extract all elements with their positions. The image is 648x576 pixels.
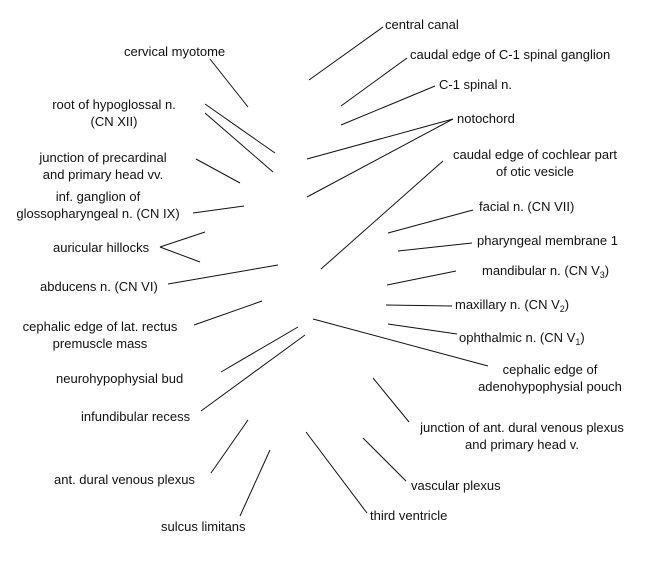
ophthalmic-subscript: 1 bbox=[575, 337, 581, 347]
label-dural-plexus-head-v: junction of ant. dural venous plexus and… bbox=[405, 419, 639, 453]
leader-mandibular-n bbox=[386, 270, 457, 286]
leader-vascular-plexus bbox=[362, 437, 407, 482]
leader-glossopharyngeal bbox=[192, 205, 245, 214]
mandibular-subscript: 3 bbox=[599, 270, 605, 280]
leader-pharyngeal-membrane bbox=[397, 242, 473, 252]
label-adenohypophysial-line1: cephalic edge of bbox=[502, 362, 598, 377]
leader-ophthalmic-n bbox=[387, 323, 458, 335]
label-adenohypophysial-pouch: cephalic edge of adenohypophysial pouch bbox=[462, 361, 638, 395]
leader-facial-n bbox=[387, 209, 474, 234]
ophthalmic-close: ) bbox=[580, 330, 585, 345]
leader-infundibular-recess bbox=[200, 334, 306, 412]
label-cochlear-line1: caudal edge of cochlear part bbox=[452, 147, 618, 162]
label-central-canal: central canal bbox=[385, 17, 459, 32]
label-c1-spinal-n: C-1 spinal n. bbox=[439, 77, 512, 92]
label-ant-dural-venous-plexus: ant. dural venous plexus bbox=[54, 472, 195, 487]
leader-maxillary-n bbox=[385, 304, 453, 307]
leader-adenohypophysial bbox=[312, 318, 489, 367]
label-cochlear-line2: of otic vesicle bbox=[495, 164, 575, 179]
label-cervical-myotome: cervical myotome bbox=[124, 44, 226, 59]
label-third-ventricle: third ventricle bbox=[370, 508, 448, 523]
label-caudal-edge-c1-ganglion: caudal edge of C-1 spinal ganglion bbox=[410, 47, 611, 62]
label-facial-n: facial n. (CN VII) bbox=[479, 199, 575, 214]
ophthalmic-text: ophthalmic n. (CN V bbox=[459, 330, 576, 345]
leader-ant-dural-venous-plexus bbox=[210, 419, 249, 474]
label-pharyngeal-membrane: pharyngeal membrane 1 bbox=[477, 233, 618, 248]
label-ophthalmic-n: ophthalmic n. (CN V1) bbox=[459, 329, 585, 347]
leader-caudal-edge-c1-ganglion bbox=[340, 57, 408, 107]
leader-cochlear bbox=[320, 160, 444, 270]
leader-hypoglossal-1 bbox=[204, 103, 276, 154]
maxillary-text: maxillary n. (CN V bbox=[455, 297, 560, 312]
label-dural-plexus-line2: and primary head v. bbox=[465, 437, 579, 452]
label-hypoglossal-line2: (CN XII) bbox=[90, 114, 138, 129]
leader-precardinal bbox=[195, 158, 241, 184]
leader-sulcus-limitans bbox=[239, 449, 271, 517]
leader-notochord-2 bbox=[306, 118, 454, 198]
leader-auricular-hillocks-1 bbox=[159, 231, 206, 248]
label-hypoglossal-root: root of hypoglossal n. (CN XII) bbox=[24, 96, 204, 130]
mandibular-close: ) bbox=[604, 263, 610, 278]
label-hypoglossal-line1: root of hypoglossal n. bbox=[52, 97, 176, 112]
leader-dural-plexus-head-v bbox=[372, 377, 410, 423]
label-vascular-plexus: vascular plexus bbox=[411, 478, 501, 493]
label-dural-plexus-line1: junction of ant. dural venous plexus bbox=[420, 420, 624, 435]
leader-lat-rectus bbox=[193, 300, 263, 326]
label-lat-rectus-line1: cephalic edge of lat. rectus bbox=[22, 319, 178, 334]
label-adenohypophysial-line2: adenohypophysial pouch bbox=[478, 379, 622, 394]
label-glossopharyngeal-ganglion: inf. ganglion of glossopharyngeal n. (CN… bbox=[6, 188, 190, 222]
label-abducens-n: abducens n. (CN VI) bbox=[40, 279, 158, 294]
label-precardinal-head-vv: junction of precardinal and primary head… bbox=[14, 149, 192, 183]
label-auricular-hillocks: auricular hillocks bbox=[53, 240, 150, 255]
label-mandibular-n: mandibular n. (CN V3) bbox=[482, 262, 610, 280]
label-precardinal-line1: junction of precardinal bbox=[39, 150, 167, 165]
leader-abducens-n bbox=[167, 264, 279, 285]
leader-central-canal bbox=[308, 26, 384, 81]
label-lat-rectus-line2: premuscle mass bbox=[52, 336, 148, 351]
label-maxillary-n: maxillary n. (CN V2) bbox=[455, 296, 570, 314]
label-neurohypophysial-bud: neurohypophysial bud bbox=[56, 371, 184, 386]
label-precardinal-line2: and primary head vv. bbox=[42, 167, 164, 182]
label-cochlear-otic-vesicle: caudal edge of cochlear part of otic ves… bbox=[447, 146, 623, 180]
label-sulcus-limitans: sulcus limitans bbox=[161, 519, 246, 534]
leader-hypoglossal-2 bbox=[204, 112, 274, 173]
leader-auricular-hillocks-2 bbox=[159, 246, 201, 263]
leader-third-ventricle bbox=[305, 431, 368, 514]
maxillary-close: ) bbox=[564, 297, 570, 312]
label-lat-rectus-premuscle: cephalic edge of lat. rectus premuscle m… bbox=[8, 318, 192, 352]
maxillary-subscript: 2 bbox=[559, 304, 565, 314]
mandibular-text: mandibular n. (CN V bbox=[482, 263, 600, 278]
label-glossopharyngeal-line1: inf. ganglion of bbox=[55, 189, 141, 204]
label-infundibular-recess: infundibular recess bbox=[81, 409, 191, 424]
leader-neurohypophysial-bud bbox=[220, 326, 299, 373]
label-notochord: notochord bbox=[457, 111, 515, 126]
leader-cervical-myotome bbox=[209, 58, 249, 108]
leader-notochord-1 bbox=[306, 118, 454, 160]
leader-c1-spinal-n bbox=[340, 85, 436, 126]
label-glossopharyngeal-line2: glossopharyngeal n. (CN IX) bbox=[16, 206, 180, 221]
